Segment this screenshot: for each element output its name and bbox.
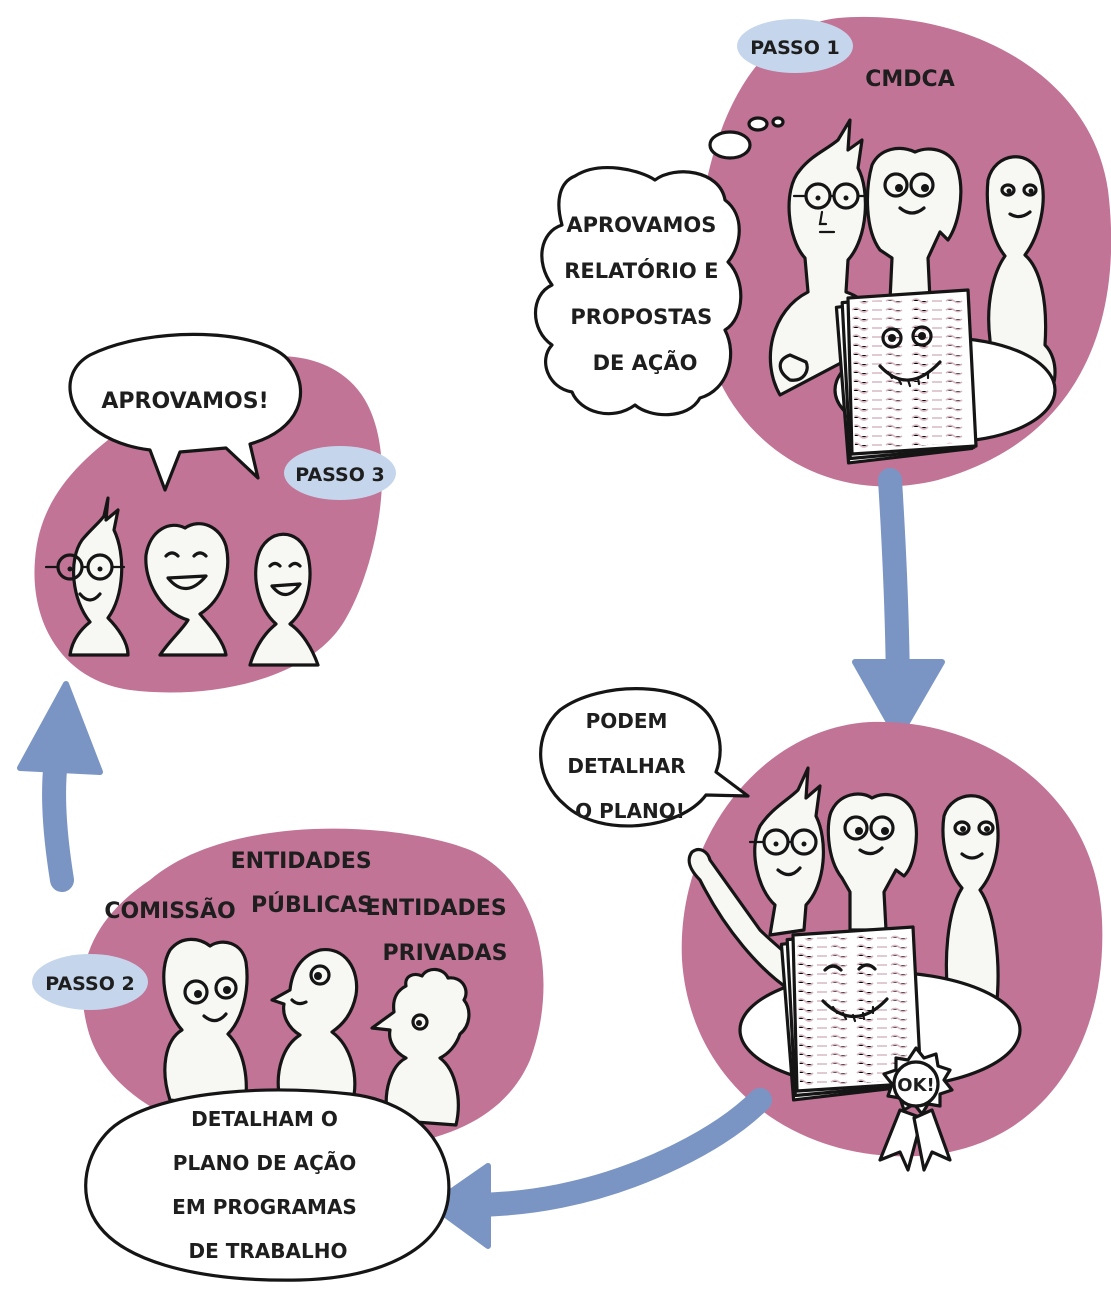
svg-text:PODEM DETALHAR O P: PODEM DETALHAR O PLANO!	[567, 709, 692, 823]
thought-puff-icon	[771, 116, 785, 128]
person-bald-icon	[941, 794, 1000, 1012]
step3-badge	[284, 446, 396, 500]
person-curly-icon	[370, 967, 471, 1127]
arrow-step2-to-step3	[17, 681, 103, 892]
person-bald-icon	[248, 532, 320, 667]
thought-line-1: APROVAMOS	[566, 213, 716, 237]
step3-speech-text: APROVAMOS!	[101, 389, 268, 414]
step1-badge	[737, 19, 853, 73]
person-profile-icon	[270, 948, 359, 1107]
step2-badge-label: PASSO 2	[45, 973, 134, 995]
step3-badge-label: PASSO 3	[295, 464, 384, 486]
document-icon	[779, 925, 923, 1102]
step1-group: APROVAMOS RELATÓRIO E PROPOSTAS DE AÇÃO …	[533, 17, 1111, 487]
thought-line-3: PROPOSTAS	[570, 305, 712, 329]
label-entidades-privadas-2: PRIVADAS	[383, 941, 508, 966]
approval-speech-bubble	[539, 687, 750, 828]
approval-speech-line-2: DETALHAR	[567, 754, 685, 778]
thought-line-4: DE AÇÃO	[593, 350, 698, 375]
step2-bubble-line-1: DETALHAM O	[191, 1107, 338, 1131]
svg-text:ENTIDADES PÚBLICAS: ENTIDADES PÚBLICAS	[231, 849, 380, 918]
person-glasses-icon	[687, 766, 826, 992]
rosette-label: OK!	[897, 1075, 934, 1096]
person-glasses-icon	[44, 496, 130, 657]
step2-bubble-line-3: EM PROGRAMAS	[172, 1195, 357, 1219]
label-entidades-publicas-2: PÚBLICAS	[251, 892, 373, 918]
thought-bubble	[533, 166, 743, 417]
person-woman-icon	[144, 522, 230, 657]
thought-line-2: RELATÓRIO E	[564, 258, 718, 283]
svg-text:DETALHAM O PLANO DE AÇÃO: DETALHAM O PLANO DE AÇÃO EM PROGRAMAS DE…	[172, 1107, 364, 1263]
label-comissao: COMISSÃO	[104, 898, 235, 924]
person-woman-icon	[162, 937, 249, 1112]
step1-badge-label: PASSO 1	[750, 37, 839, 59]
step2-badge	[32, 954, 148, 1010]
rosette-icon: OK!	[878, 1046, 954, 1172]
person-woman-icon	[826, 792, 918, 932]
arrow-approval-to-step2	[429, 1088, 772, 1249]
arrow-step1-to-approval	[852, 468, 945, 741]
step2-speech-bubble	[84, 1088, 451, 1282]
step2-bubble-line-2: PLANO DE AÇÃO	[173, 1151, 356, 1175]
label-entidades-publicas-1: ENTIDADES	[231, 849, 372, 874]
svg-text:ENTIDADES PRIVADAS: ENTIDADES PRIVADAS	[366, 896, 515, 966]
label-entidades-privadas-1: ENTIDADES	[366, 896, 507, 921]
person-bald-icon	[985, 155, 1057, 407]
step1-group-label: CMDCA	[865, 67, 954, 92]
approval-group: PODEM DETALHAR O PLANO!	[539, 687, 1103, 1172]
step2-group: COMISSÃO ENTIDADES PÚBLICAS ENTIDADES PR…	[32, 828, 544, 1282]
approval-speech-line-1: PODEM	[586, 709, 668, 733]
person-woman-icon	[865, 146, 963, 302]
document-icon	[834, 288, 978, 465]
svg-text:APROVAMOS RELATÓRIO E: APROVAMOS RELATÓRIO E PROPOSTAS DE AÇÃO	[564, 213, 726, 375]
step2-bubble-line-4: DE TRABALHO	[189, 1239, 348, 1263]
approval-speech-line-3: O PLANO!	[575, 799, 685, 823]
thought-puff-icon	[708, 130, 752, 160]
step3-speech-bubble	[68, 332, 303, 492]
step3-group: APROVAMOS! PASSO 3	[34, 332, 396, 693]
thought-puff-icon	[747, 116, 769, 132]
